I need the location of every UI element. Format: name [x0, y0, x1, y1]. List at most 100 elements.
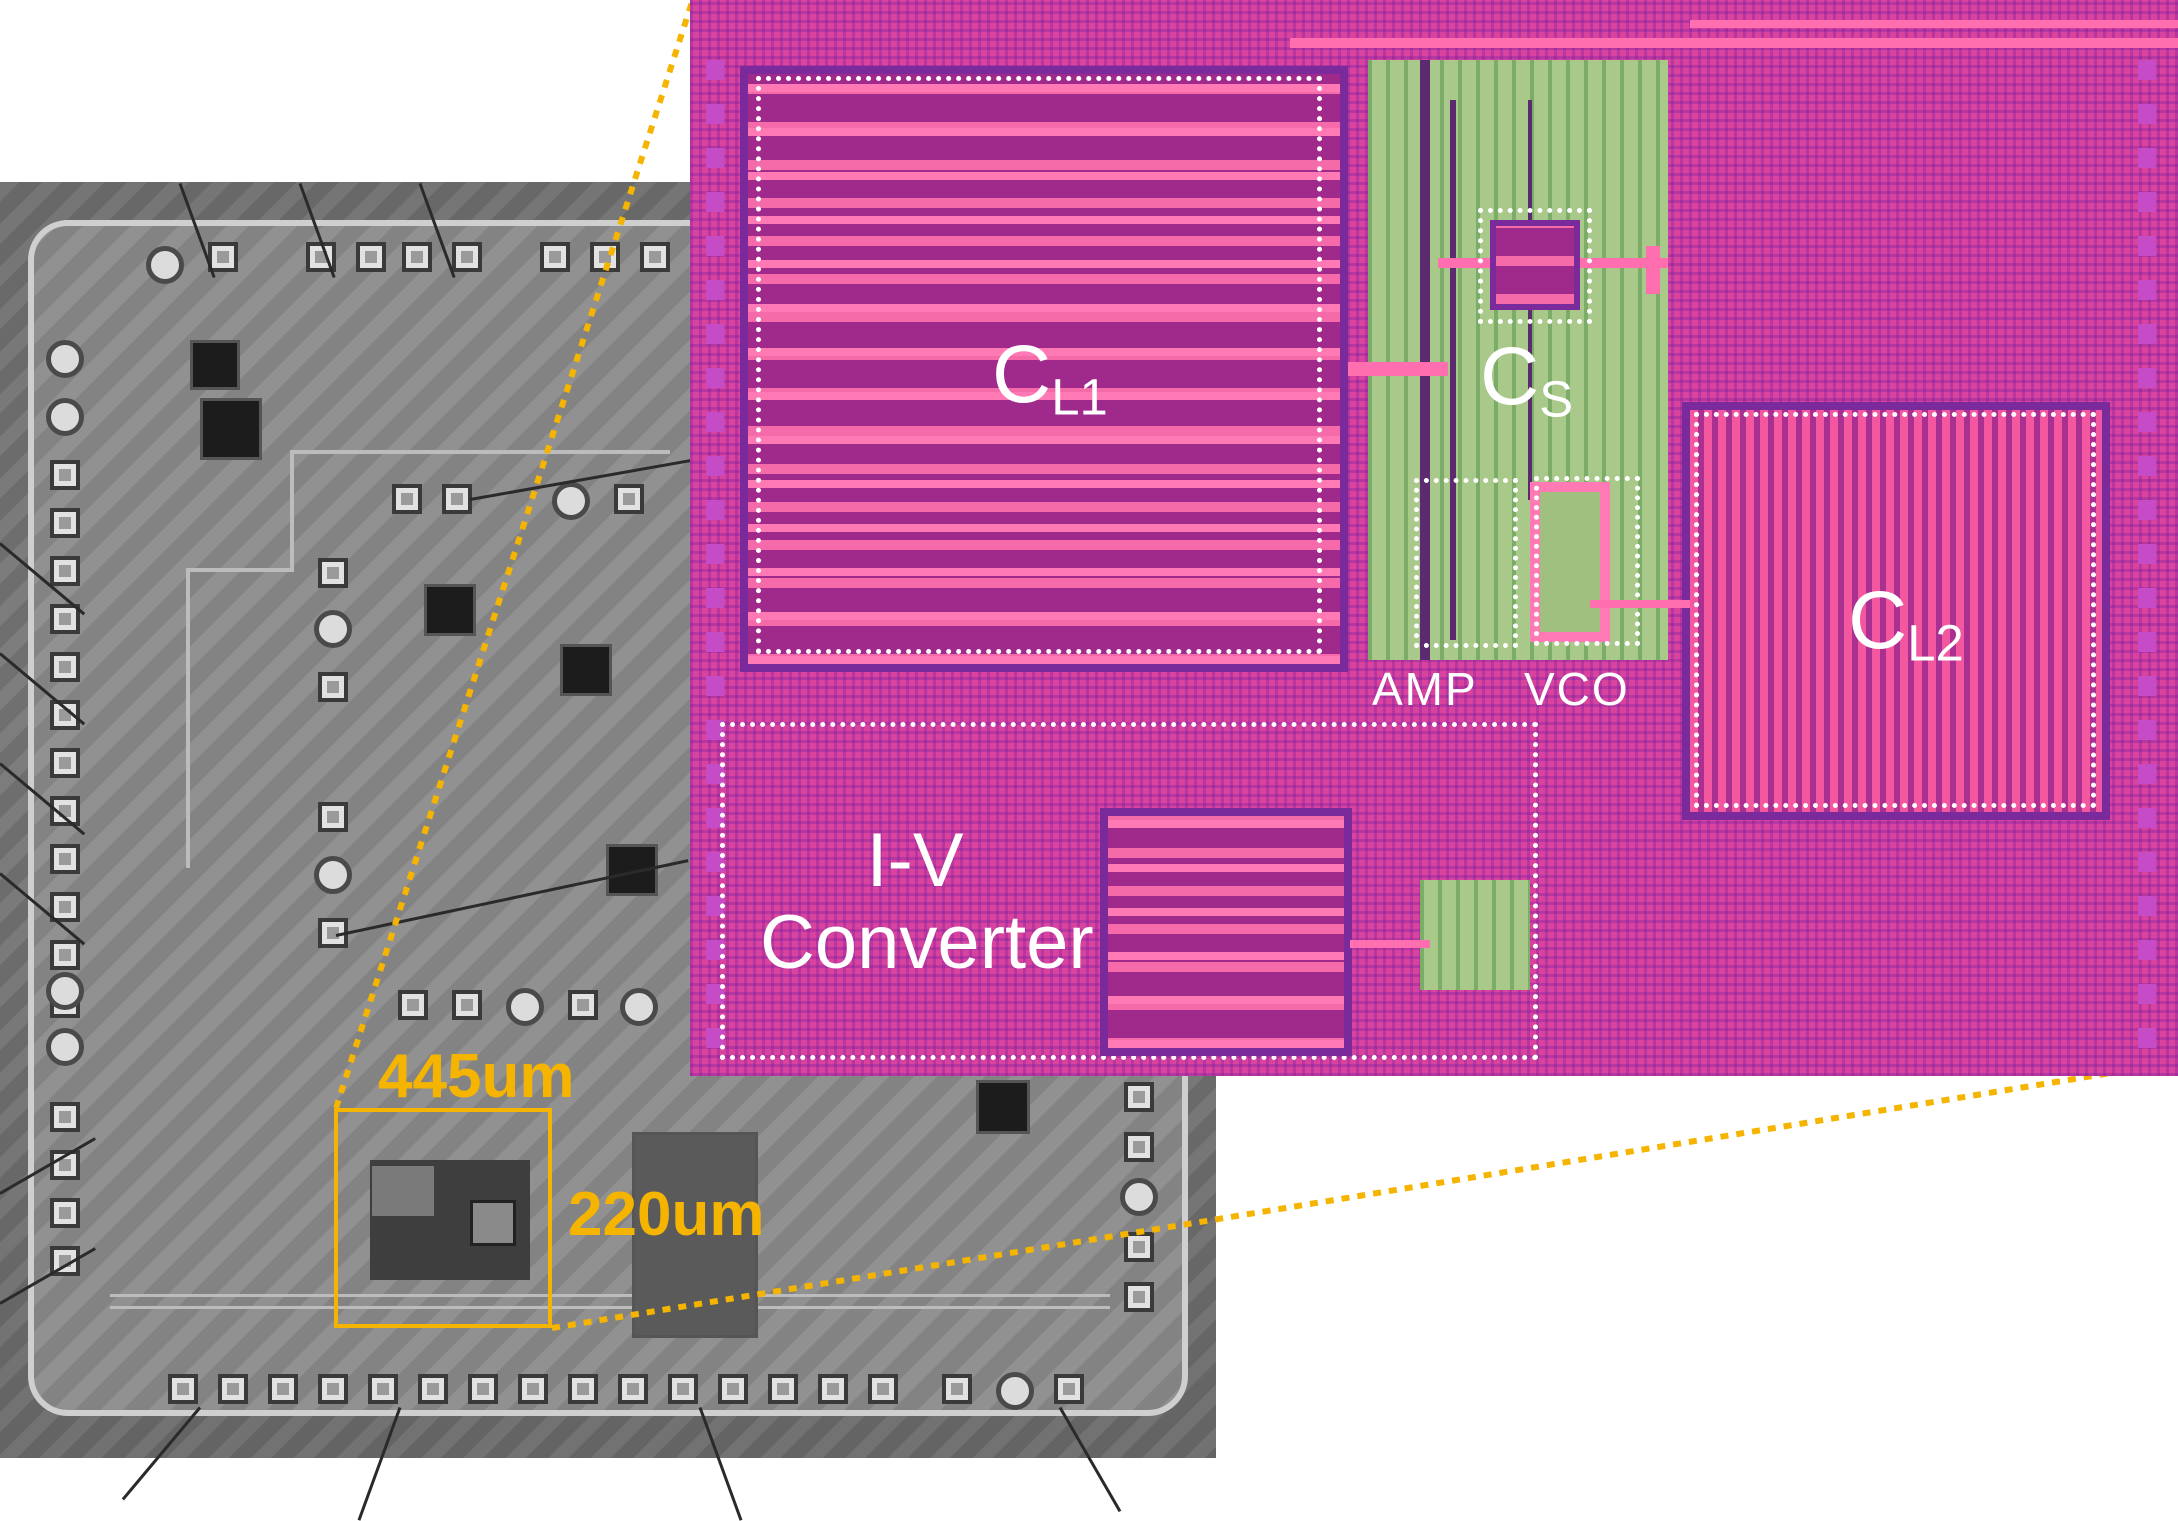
capacitor-cl1 [740, 66, 1348, 672]
iv-converter-label: I-V Converter [760, 818, 1094, 986]
metal-trace [290, 450, 294, 570]
bond-pad [640, 242, 670, 272]
metal-rail [1348, 362, 1448, 376]
bond-pad [392, 484, 422, 514]
bond-pad [368, 1374, 398, 1404]
circuit-block [424, 584, 476, 636]
metal-line [1420, 60, 1430, 660]
bond-pad [314, 856, 352, 894]
vco-outline [1534, 476, 1640, 646]
bond-wire [1058, 1406, 1122, 1513]
zoomed-micrograph: CL1 CS AMP VCO CL2 I-V Converter [690, 0, 2178, 1076]
metal-line [1450, 100, 1456, 640]
bond-pad [356, 242, 386, 272]
cl1-label: CL1 [992, 329, 1108, 426]
bond-pad [50, 748, 80, 778]
height-dimension-label: 220um [568, 1180, 765, 1249]
bond-pad [768, 1374, 798, 1404]
metal-trace [290, 450, 670, 454]
edge-contacts [2138, 60, 2156, 1060]
bond-wire [698, 1406, 743, 1521]
bond-pad [590, 242, 620, 272]
highlight-box [334, 1108, 552, 1328]
bond-pad [208, 242, 238, 272]
iv-converter-label-line1: I-V [866, 818, 964, 903]
bond-pad [50, 556, 80, 586]
cl2-label: CL2 [1848, 575, 1964, 672]
bond-pad [996, 1372, 1034, 1410]
bond-pad [418, 1374, 448, 1404]
metal-rail [1590, 600, 1690, 608]
cs-outline [1478, 208, 1592, 324]
bond-pad [318, 672, 348, 702]
bond-pad [314, 610, 352, 648]
bond-pad [50, 460, 80, 490]
vco-label: VCO [1524, 663, 1630, 715]
metal-rail [1646, 246, 1660, 294]
bond-pad [868, 1374, 898, 1404]
bond-pad [50, 508, 80, 538]
cs-label: CS [1480, 331, 1574, 428]
bond-pad [318, 802, 348, 832]
bond-wire [121, 1406, 202, 1501]
amp-label: AMP [1372, 663, 1478, 715]
cl1-outline [756, 76, 1322, 654]
bond-pad [46, 398, 84, 436]
iv-feedback-capacitor [1100, 808, 1352, 1056]
bond-pad [50, 652, 80, 682]
bond-pad [46, 972, 84, 1010]
bond-pad [1120, 1178, 1158, 1216]
bond-pad [1124, 1232, 1154, 1262]
capacitor-cs [1490, 220, 1580, 310]
bond-pad [442, 484, 472, 514]
metal-trace [110, 1294, 1110, 1297]
bond-pad [718, 1374, 748, 1404]
bond-pad [818, 1374, 848, 1404]
bond-pad [452, 242, 482, 272]
metal-trace [110, 1306, 1110, 1309]
bond-pad [318, 558, 348, 588]
metal-rail [1690, 20, 2178, 28]
bond-pad [506, 988, 544, 1026]
bond-pad [168, 1374, 198, 1404]
bond-pad [402, 242, 432, 272]
bond-pad [468, 1374, 498, 1404]
sensor-subblock [372, 1166, 434, 1216]
cl2-outline [1694, 412, 2096, 808]
bond-pad [620, 988, 658, 1026]
circuit-block [976, 1080, 1030, 1134]
circuit-block [190, 340, 240, 390]
bond-pad [268, 1374, 298, 1404]
edge-contacts [706, 60, 724, 1060]
metal-rail [1290, 38, 2178, 48]
bond-pad [618, 1374, 648, 1404]
amp-outline [1414, 478, 1518, 648]
metal-rail [1350, 940, 1430, 948]
bond-pad [552, 482, 590, 520]
iv-amplifier [1420, 880, 1530, 990]
bond-pad [540, 242, 570, 272]
bond-pad [452, 990, 482, 1020]
bond-pad [398, 990, 428, 1020]
bond-wire [357, 1406, 402, 1521]
bond-pad [518, 1374, 548, 1404]
iv-converter-label-line2: Converter [760, 900, 1094, 986]
bond-pad [568, 990, 598, 1020]
bond-pad [50, 940, 80, 970]
bond-pad [50, 1198, 80, 1228]
bond-pad [146, 246, 184, 284]
bond-pad [50, 604, 80, 634]
bond-pad [614, 484, 644, 514]
bond-pad [1124, 1082, 1154, 1112]
bond-pad [50, 892, 80, 922]
bond-pad [50, 844, 80, 874]
width-dimension-label: 445um [378, 1042, 575, 1111]
bond-pad [46, 340, 84, 378]
bond-pad [318, 1374, 348, 1404]
sensor-subblock [470, 1200, 516, 1246]
bond-pad [46, 1028, 84, 1066]
metal-trace [186, 568, 190, 868]
bond-pad [50, 1102, 80, 1132]
bond-pad [942, 1374, 972, 1404]
bond-pad [1054, 1374, 1084, 1404]
